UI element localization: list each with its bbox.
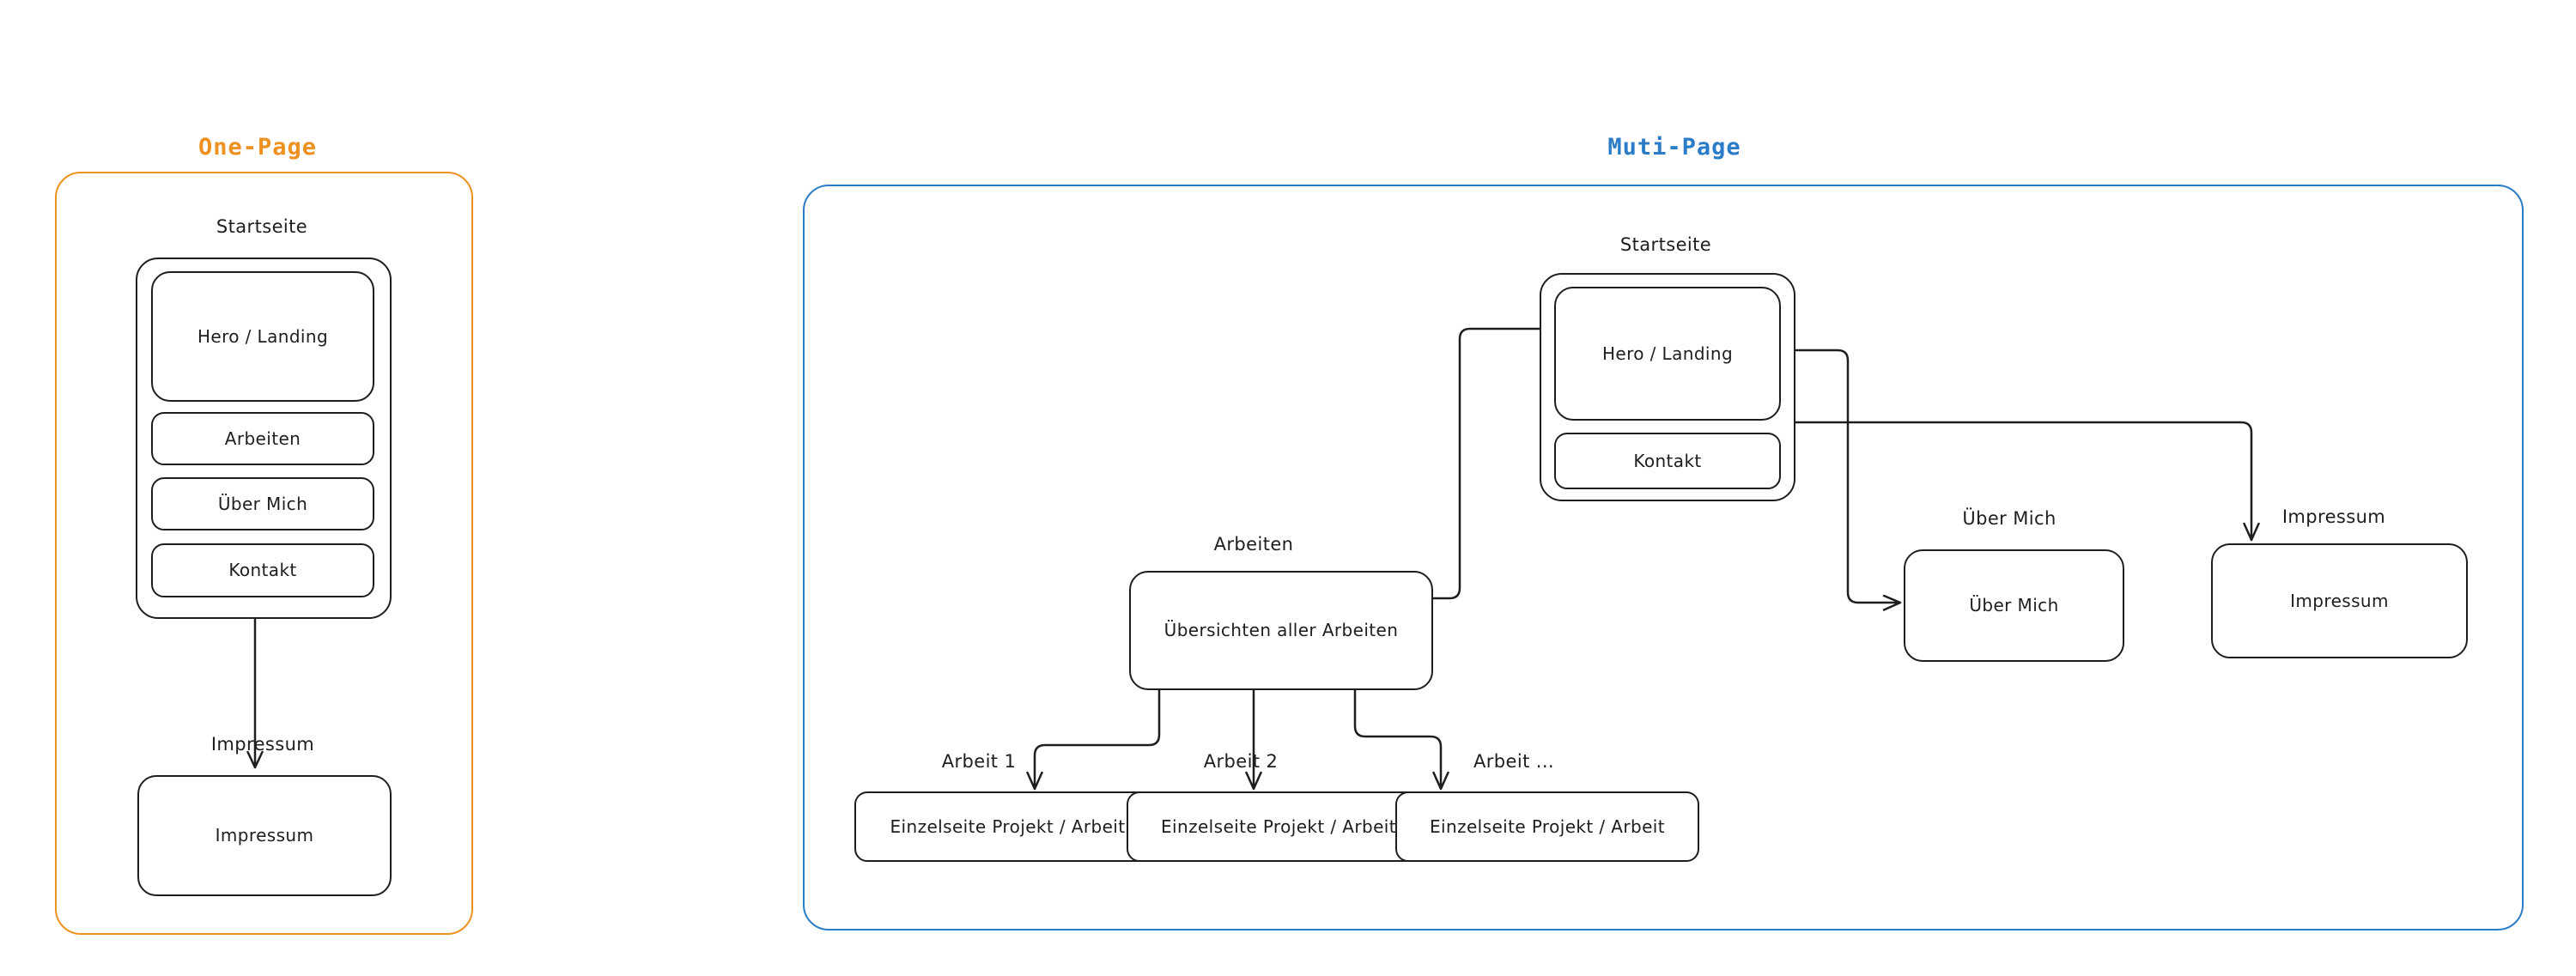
arrow-onepage-to-impressum: [246, 616, 264, 769]
multi-page-title: Muti-Page: [1607, 134, 1741, 161]
arrow-arbeiten-to-arbeit2: [1245, 685, 1262, 791]
arbeit1-label: Arbeit 1: [941, 751, 1017, 772]
arbeit2-label: Arbeit 2: [1203, 751, 1279, 772]
arrow-startseite-to-uebermich: [1789, 349, 1902, 611]
section-kontakt-left: Kontakt: [151, 543, 374, 597]
arbeiten-label: Arbeiten: [1213, 534, 1294, 555]
hero-landing-box-right: Hero / Landing: [1554, 287, 1781, 421]
impressum-box-right: Impressum: [2211, 543, 2468, 658]
work-box-3: Einzelseite Projekt / Arbeit: [1395, 791, 1699, 862]
startseite-label-right: Startseite: [1619, 234, 1712, 255]
one-page-title: One-Page: [197, 134, 318, 161]
impressum-arrow-label-left: Impressum: [210, 734, 315, 755]
arrow-arbeiten-to-arbeit1: [1026, 685, 1161, 791]
kontakt-box-right: Kontakt: [1554, 433, 1781, 489]
ueber-mich-box: Über Mich: [1904, 549, 2124, 662]
work-box-1: Einzelseite Projekt / Arbeit: [854, 791, 1161, 862]
work-box-2: Einzelseite Projekt / Arbeit: [1127, 791, 1431, 862]
impressum-box-left: Impressum: [137, 775, 392, 896]
section-ueber-mich-left: Über Mich: [151, 477, 374, 530]
impressum-label-right: Impressum: [2281, 506, 2386, 527]
section-arbeiten-left: Arbeiten: [151, 412, 374, 465]
ueber-mich-label: Über Mich: [1962, 508, 2057, 529]
arbeit3-label: Arbeit ...: [1473, 751, 1555, 772]
arrow-startseite-to-impressum: [1790, 421, 2260, 542]
arrow-arbeiten-to-arbeit3: [1353, 685, 1449, 791]
startseite-label-left: Startseite: [216, 216, 308, 237]
section-hero-landing-left: Hero / Landing: [151, 271, 374, 402]
multi-page-panel: [803, 185, 2524, 931]
one-page-panel: [55, 172, 473, 935]
arbeiten-overview-box: Übersichten aller Arbeiten: [1129, 571, 1433, 690]
